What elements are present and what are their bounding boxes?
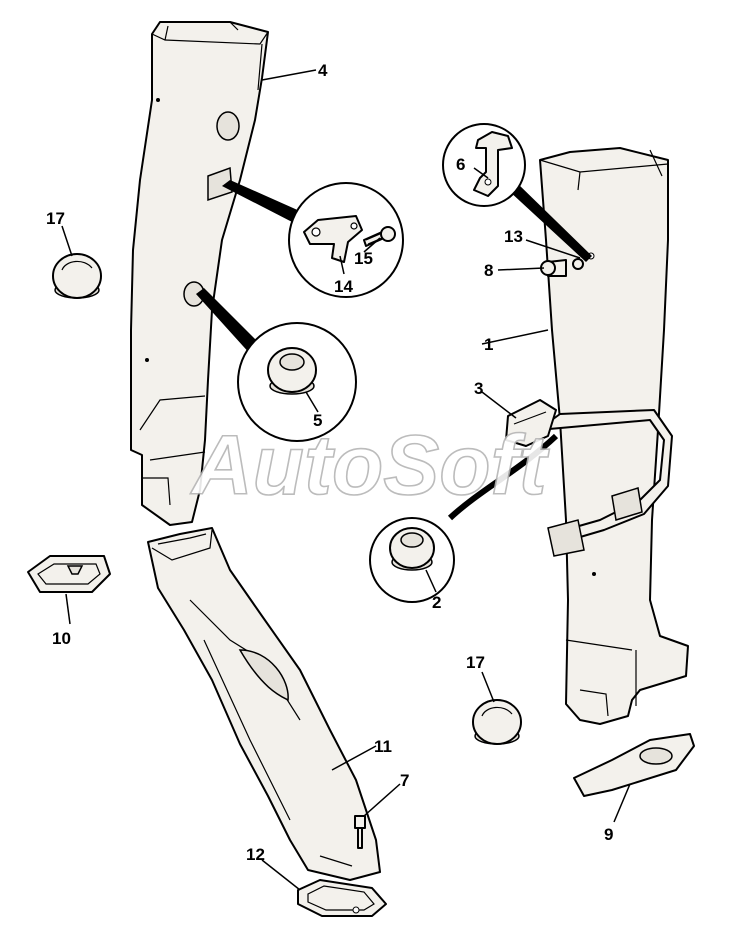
part-4-upper-duct xyxy=(130,21,269,526)
callout-wedge-5 xyxy=(196,288,262,356)
callout-circle-2 xyxy=(369,517,455,603)
strap xyxy=(537,409,673,557)
label-part-6: 6 xyxy=(456,155,465,174)
watermark-text: AutoSoft xyxy=(190,418,550,512)
part-17-plug-left xyxy=(52,253,102,299)
part-12-gasket xyxy=(297,879,387,917)
label-part-15: 15 xyxy=(354,249,373,268)
label-part-13: 13 xyxy=(504,227,523,246)
label-part-1: 1 xyxy=(484,335,493,354)
part-9-bracket xyxy=(573,733,695,797)
callout-circle-5 xyxy=(237,322,357,442)
callout-circle-6 xyxy=(442,123,526,207)
callout-connector-2 xyxy=(447,433,559,521)
label-part-17-left: 17 xyxy=(46,209,65,228)
label-part-12: 12 xyxy=(246,845,265,864)
label-part-10: 10 xyxy=(52,629,71,648)
callout-wedge-6 xyxy=(508,182,592,262)
label-part-17-right: 17 xyxy=(466,653,485,672)
label-part-3: 3 xyxy=(474,379,483,398)
label-part-8: 8 xyxy=(484,261,493,280)
part-10-gasket xyxy=(27,555,111,593)
part-3-clip xyxy=(505,399,557,447)
label-part-7: 7 xyxy=(400,771,409,790)
label-part-14: 14 xyxy=(334,277,353,296)
leader-lines xyxy=(61,69,631,891)
label-part-9: 9 xyxy=(604,825,613,844)
part-7-bolt xyxy=(354,815,366,849)
part-8-screw xyxy=(540,258,584,277)
label-part-2: 2 xyxy=(432,593,441,612)
callout-circle-14-15 xyxy=(288,182,404,298)
part-11-lower-duct xyxy=(147,527,381,881)
label-part-4: 4 xyxy=(318,61,328,80)
callout-wedge-14-15 xyxy=(222,180,302,224)
label-part-11: 11 xyxy=(374,737,392,756)
part-17-plug-right xyxy=(472,699,522,745)
label-part-5: 5 xyxy=(313,411,322,430)
part-1-column-duct xyxy=(539,147,689,725)
